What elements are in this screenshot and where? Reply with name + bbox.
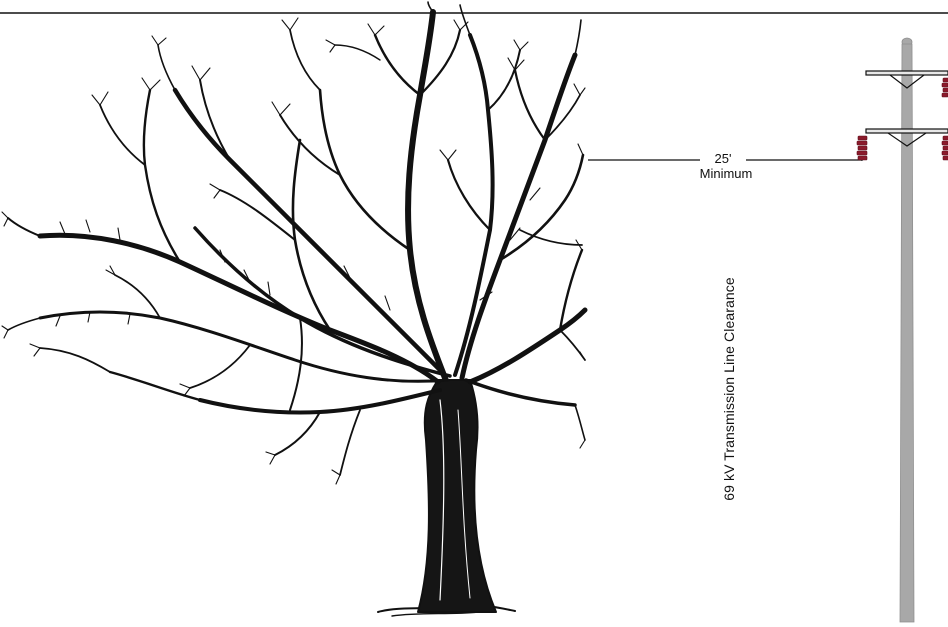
- clearance-title-label: 69 kV Transmission Line Clearance: [722, 277, 736, 501]
- transmission-pole-icon: [857, 38, 948, 622]
- clearance-minimum-label: Minimum: [690, 167, 762, 181]
- tree-illustration-icon: [2, 2, 585, 616]
- clearance-distance-label: 25': [700, 152, 746, 166]
